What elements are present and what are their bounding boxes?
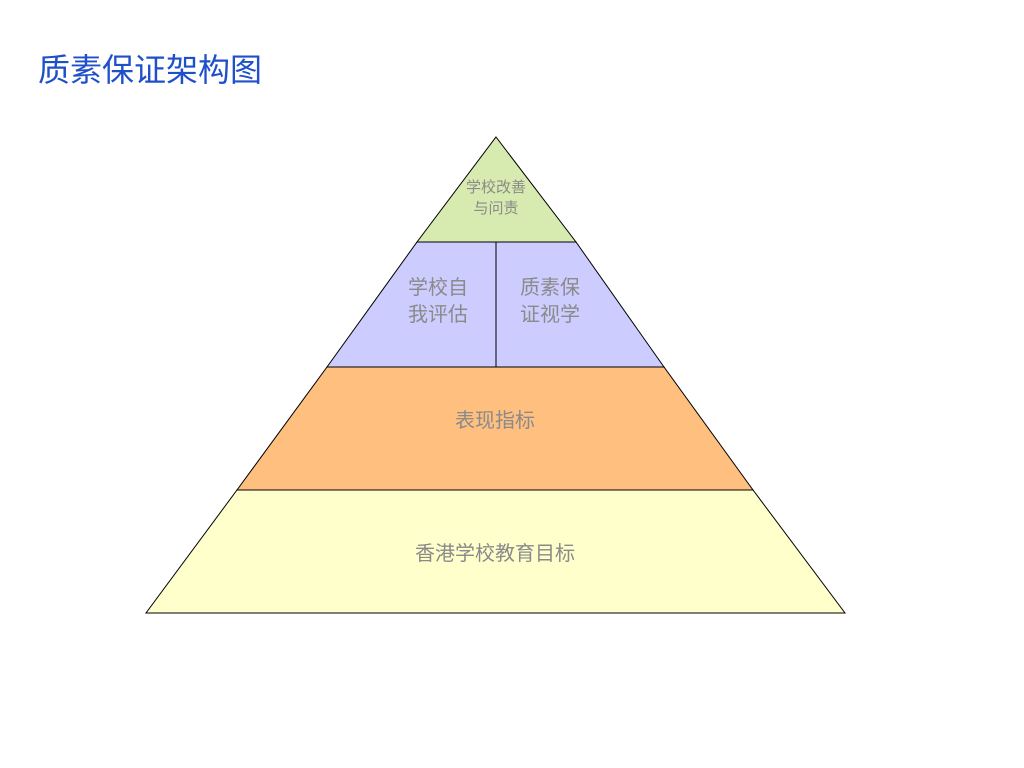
- tier-top-label-line2: 与问责: [473, 199, 518, 217]
- pyramid-tier-base: [145, 489, 846, 614]
- tier-third-label: 表现指标: [455, 408, 535, 432]
- tier-second-left-label-line1: 学校自: [408, 275, 468, 299]
- tier-top-label-line1: 学校改善: [466, 178, 526, 196]
- page-title: 质素保证架构图: [38, 51, 263, 89]
- tier-second-left-label-line2: 我评估: [408, 302, 468, 326]
- tier-second-right-label-line1: 质素保: [520, 275, 580, 299]
- tier-base-label: 香港学校教育目标: [415, 541, 575, 565]
- tier-second-right-label-line2: 证视学: [520, 302, 580, 326]
